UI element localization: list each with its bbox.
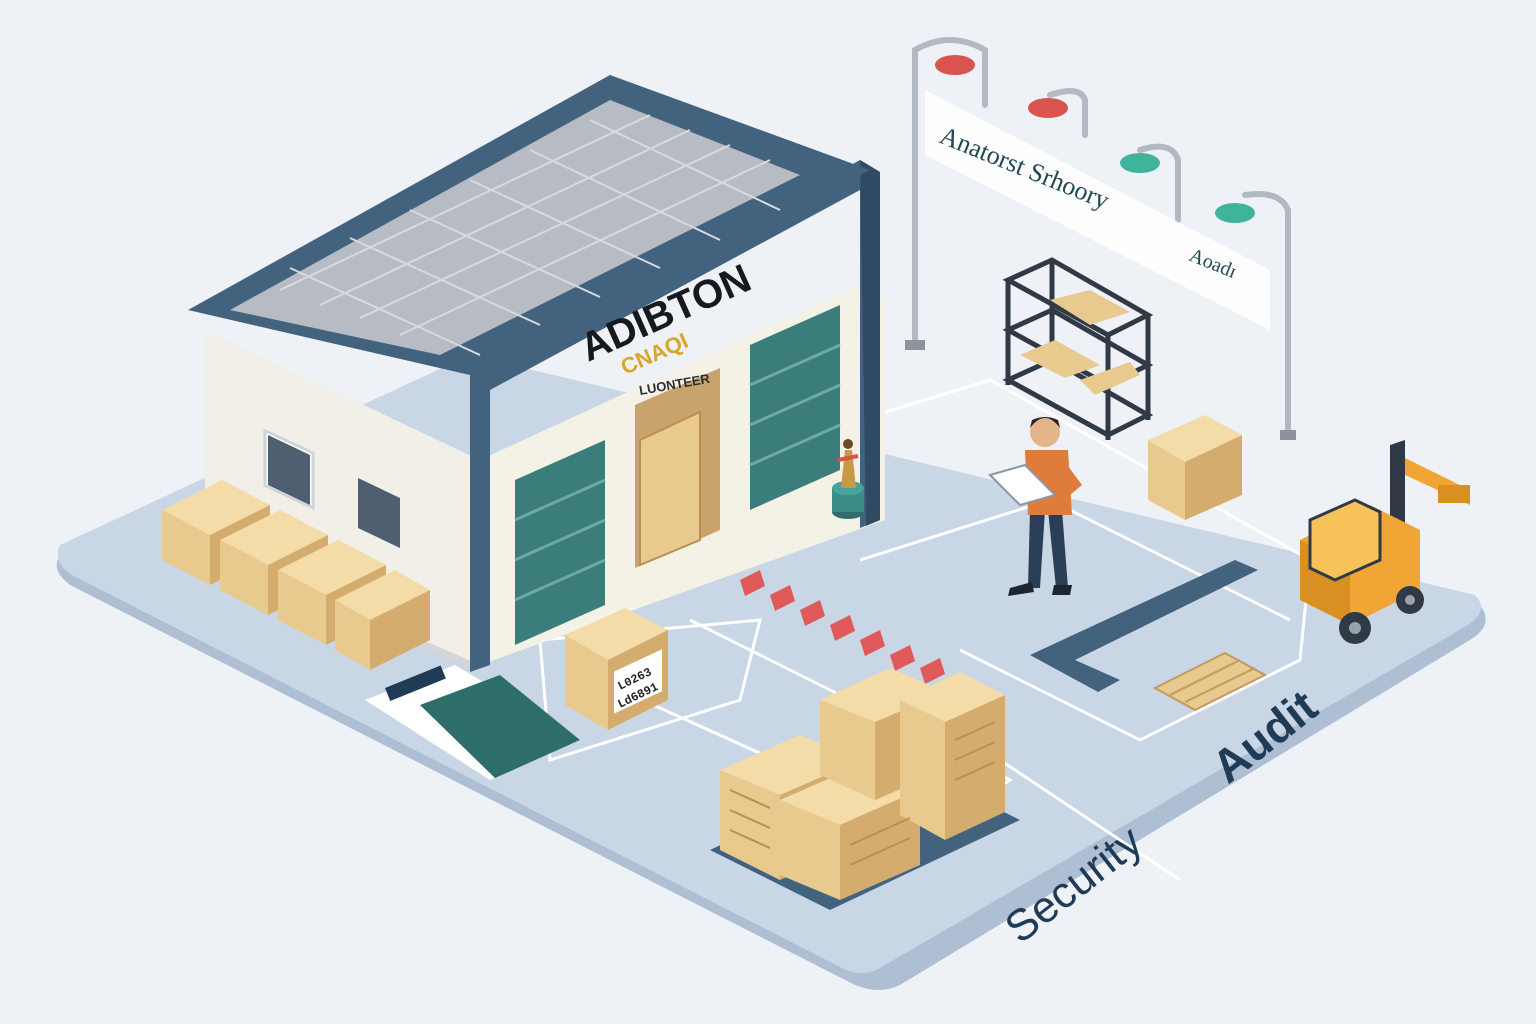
rack-goods <box>1020 290 1140 395</box>
box-right <box>1148 415 1242 520</box>
forklift <box>1300 440 1470 644</box>
lamp-head-3 <box>1120 153 1160 173</box>
lamp-head-2 <box>1028 98 1068 118</box>
audit-banner <box>925 90 1270 330</box>
labeled-box <box>565 608 668 730</box>
hazard-stripes <box>680 540 945 684</box>
lamp-head-4 <box>1215 203 1255 223</box>
lamp-head-1 <box>935 55 975 75</box>
wood-pallet <box>1152 651 1268 712</box>
small-figure-pedestal <box>832 439 864 519</box>
boxes-left-row <box>162 480 430 670</box>
solar-panels <box>279 114 781 356</box>
floor-document <box>365 665 580 780</box>
lamp-heads <box>935 55 1255 223</box>
crate-stack <box>710 668 1020 910</box>
floor-l-marking <box>1030 560 1258 692</box>
lamp-poles <box>912 37 1291 433</box>
storage-rack <box>1002 257 1154 440</box>
auditor-person <box>988 417 1082 596</box>
